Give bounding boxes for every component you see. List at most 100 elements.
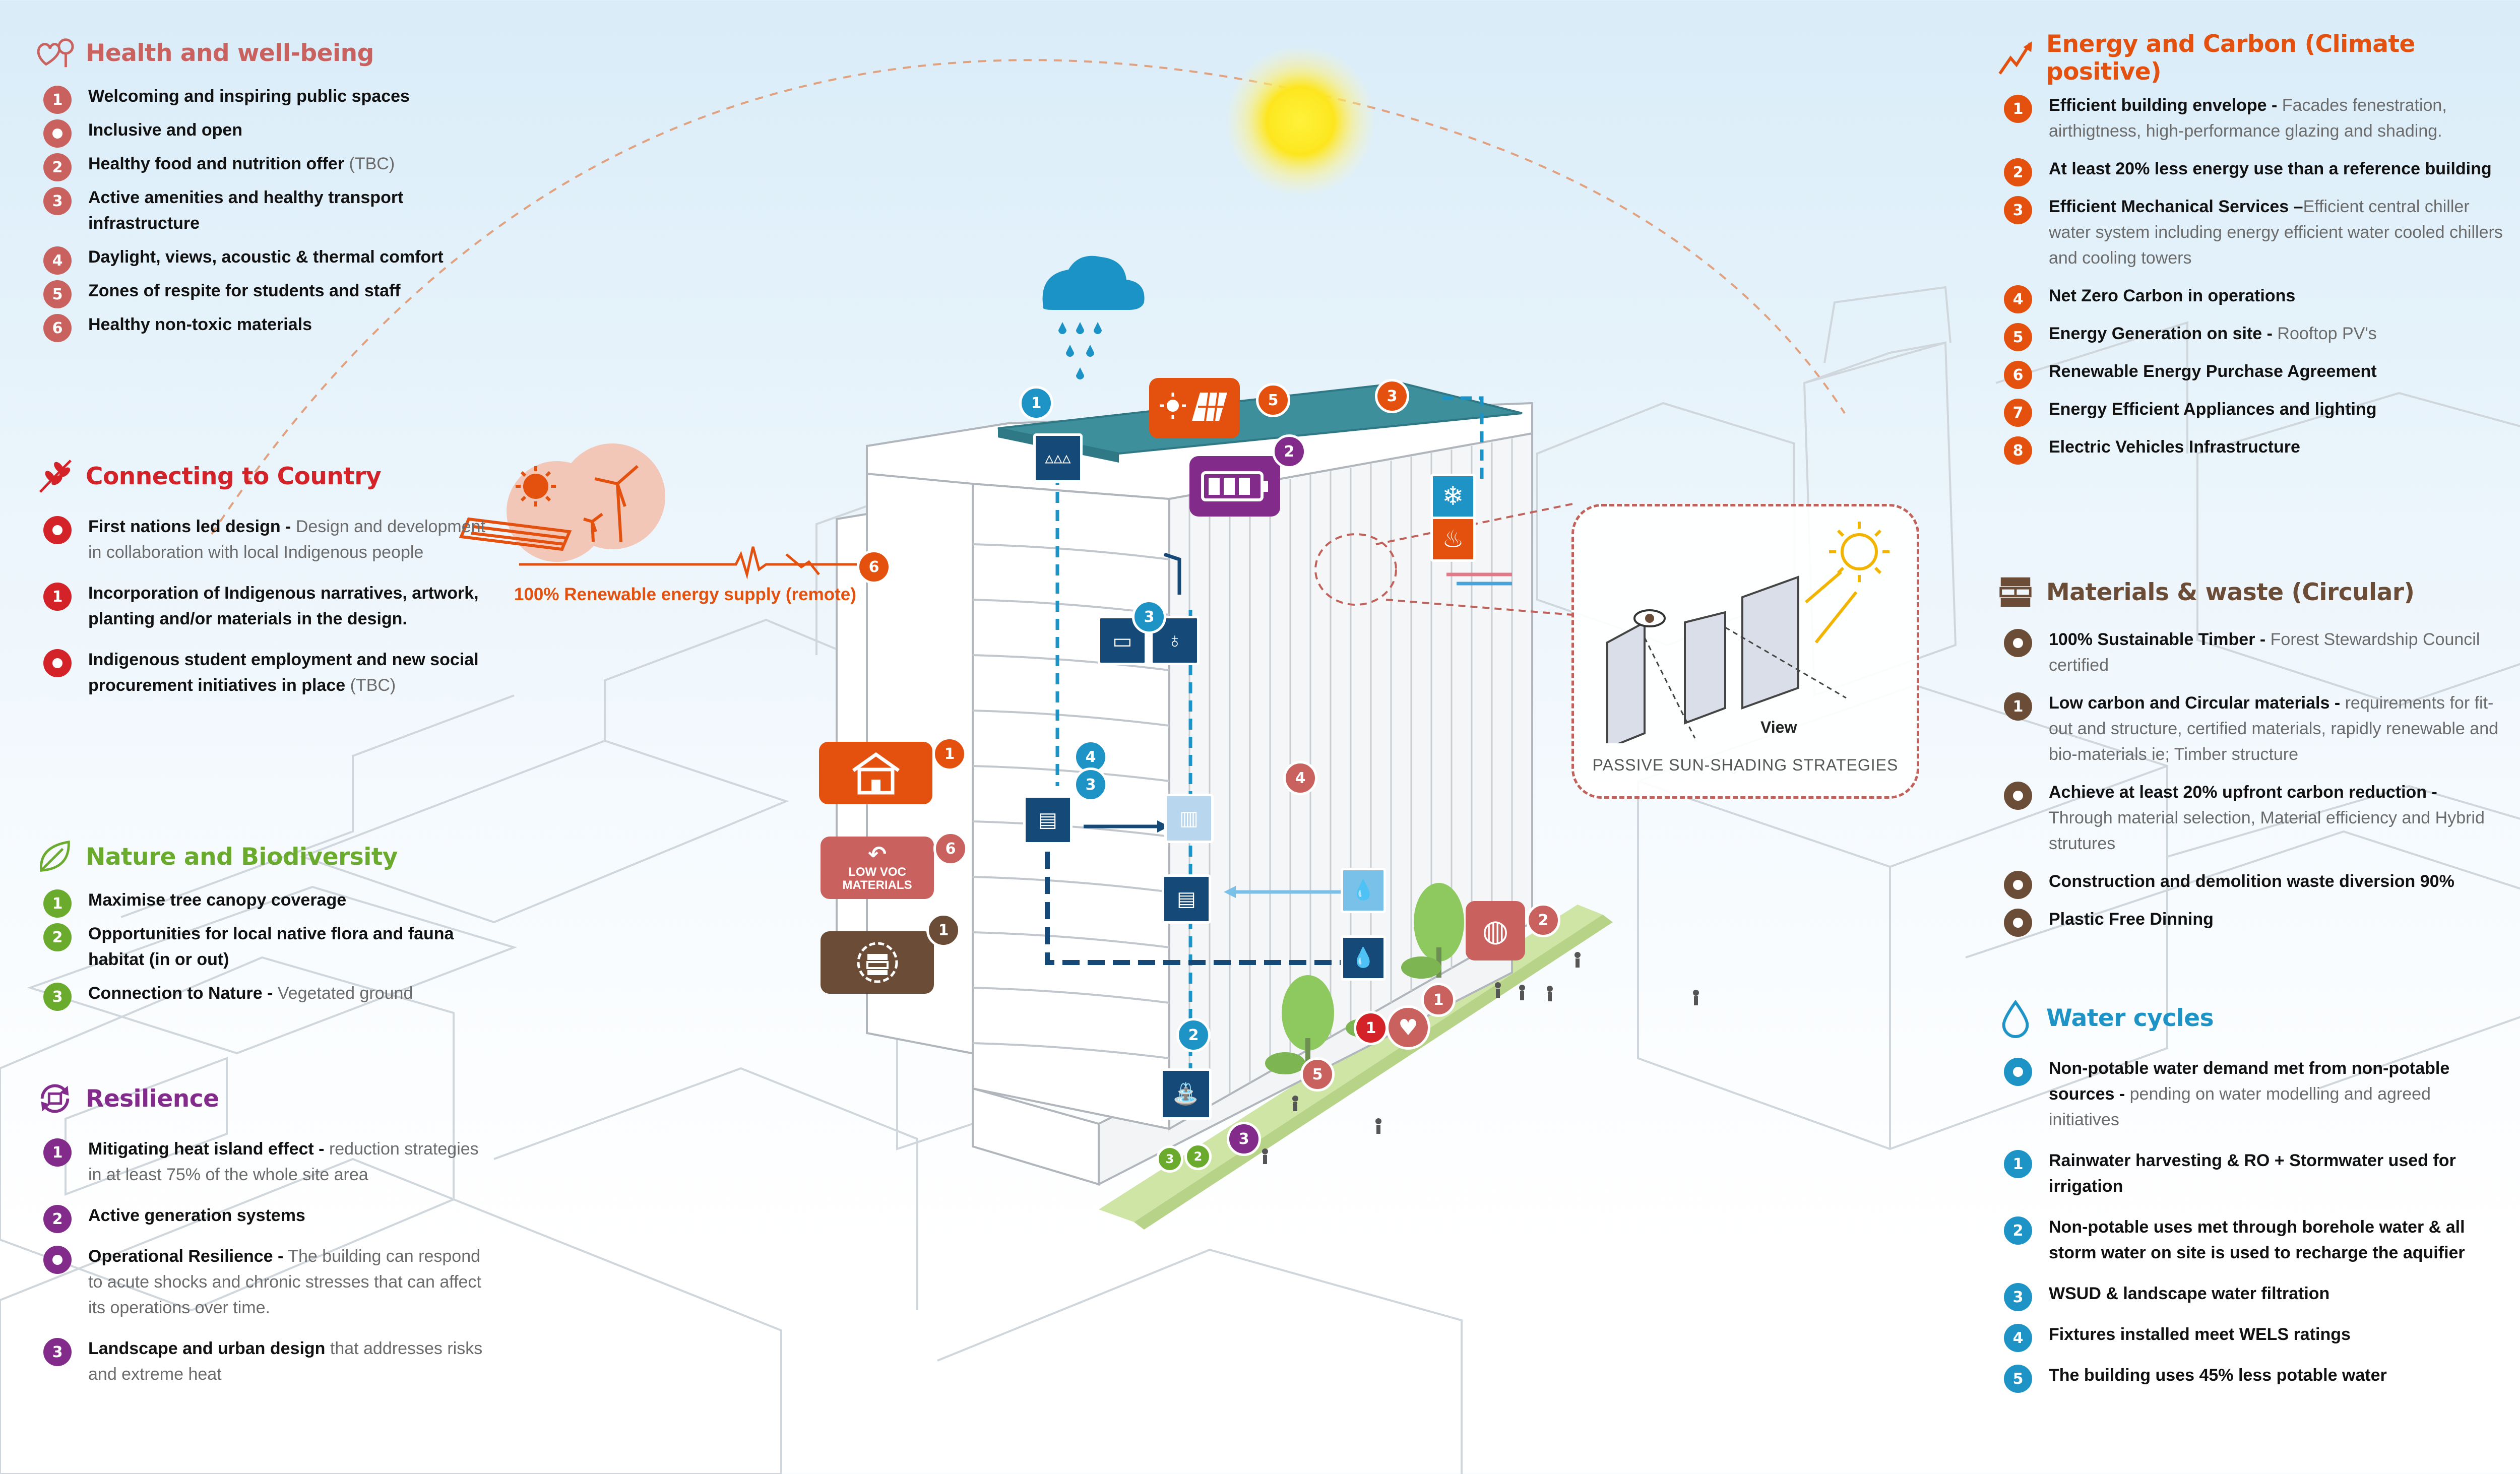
section-energy-title: Energy and Carbon (Climate positive)	[2046, 30, 2415, 86]
health-item-badge: 1	[43, 86, 72, 114]
materials-item-detail: requirements for fit-out and structure, …	[2049, 693, 2499, 764]
badge-energy-6: 6	[857, 550, 891, 584]
country-item-detail: (TBC)	[345, 676, 396, 695]
badge-health-1: 1	[1421, 983, 1456, 1017]
water-item-badge	[2004, 1058, 2032, 1086]
resilience-item: Operational Resilience - The building ca…	[35, 1244, 489, 1321]
building	[836, 381, 1533, 1186]
solar-wind-icon	[459, 465, 639, 551]
lightning-icon	[1996, 38, 2035, 78]
badge-health-2: 2	[1526, 903, 1560, 937]
recycle-stack-icon	[857, 942, 898, 983]
energy-item-lead: Efficient Mechanical Services –	[2049, 197, 2303, 216]
energy-item-detail: Efficient central chiller water system i…	[2049, 197, 2503, 268]
materials-item-lead: Construction and demolition waste divers…	[2049, 872, 2454, 891]
view-label: View	[1760, 718, 1797, 736]
sun-shading-callout: View PASSIVE SUN-SHADING STRATEGIES	[1571, 504, 1919, 799]
country-item: Indigenous student employment and new so…	[35, 647, 489, 698]
heart-tree-icon	[35, 33, 75, 73]
water-item: 5 The building uses 45% less potable wate…	[1996, 1363, 2505, 1393]
floor-bands	[972, 543, 1170, 1059]
louvre-panels	[1606, 575, 1799, 743]
energy-item-badge: 3	[2004, 196, 2032, 224]
materials-item-badge	[2004, 629, 2032, 657]
materials-item-badge	[2004, 909, 2032, 937]
health-item-lead: Active amenities and healthy transport i…	[88, 188, 404, 233]
section-materials-header: Materials & waste (Circular)	[1996, 569, 2505, 615]
energy-item-lead: Renewable Energy Purchase Agreement	[2049, 362, 2377, 381]
sun-path-arc	[211, 59, 1846, 535]
water-drop-icon	[1996, 998, 2035, 1038]
tap-icon: ♁	[1150, 616, 1200, 665]
materials-item-badge: 1	[2004, 692, 2032, 721]
badge-country-1: 1	[932, 737, 967, 771]
water-item: 4 Fixtures installed meet WELS ratings	[1996, 1322, 2505, 1352]
materials-item: Plastic Free Dinning	[1996, 907, 2505, 937]
energy-use-tile	[1189, 456, 1280, 517]
section-country: Connecting to Country First nations led …	[35, 454, 489, 698]
rain-cloud-icon	[1042, 255, 1145, 379]
resilience-item-detail: that addresses risks and extreme heat	[88, 1339, 483, 1384]
stack-icon	[1996, 572, 2035, 612]
water-item-lead: Fixtures installed meet WELS ratings	[2049, 1325, 2351, 1344]
filter-icon: ▥	[1164, 794, 1214, 843]
water-item-badge: 2	[2004, 1216, 2032, 1245]
water-item-badge: 5	[2004, 1365, 2032, 1393]
resilience-item-badge: 1	[43, 1138, 72, 1167]
badge-materials-1: 1	[926, 913, 961, 947]
trees	[1265, 883, 1464, 1074]
section-water-header: Water cycles	[1996, 995, 2505, 1041]
eye-icon	[1633, 609, 1666, 627]
country-item-detail: Design and development in collaboration …	[88, 517, 485, 562]
energy-item-detail: Facades fenestration, airthigtness, high…	[2049, 96, 2447, 141]
water-item-lead: Rainwater harvesting & RO + Stormwater u…	[2049, 1151, 2456, 1196]
heart-icon: ♥	[1386, 1005, 1430, 1050]
renewable-energy-label: 100% Renewable energy supply (remote)	[514, 585, 856, 604]
flow-arrows	[1084, 552, 1512, 898]
health-item-badge: 5	[43, 280, 72, 308]
health-item-detail: (TBC)	[344, 154, 395, 173]
low-voc-line2: MATERIALS	[842, 878, 912, 892]
energy-item-badge: 7	[2004, 399, 2032, 427]
energy-item-lead: Electric Vehicles Infrastructure	[2049, 437, 2300, 457]
resilience-item-badge: 3	[43, 1338, 72, 1366]
water-item-badge: 4	[2004, 1324, 2032, 1352]
country-item-lead: Indigenous student employment and new so…	[88, 650, 479, 695]
section-energy-header: Energy and Carbon (Climate positive)	[1996, 30, 2505, 86]
nature-item-lead: Maximise tree canopy coverage	[88, 890, 347, 910]
energy-item-badge: 8	[2004, 436, 2032, 465]
low-voc-arrow-icon: ↶	[868, 842, 887, 867]
badge-water-3: 3	[1074, 767, 1108, 802]
country-item-badge: 1	[43, 583, 72, 611]
materials-item-lead: 100% Sustainable Timber -	[2049, 630, 2266, 649]
badge-health-4: 4	[1283, 761, 1317, 795]
materials-item: 100% Sustainable Timber - Forest Steward…	[1996, 627, 2505, 678]
sun-shading-caption: PASSIVE SUN-SHADING STRATEGIES	[1592, 756, 1899, 774]
section-nature-title: Nature and Biodiversity	[86, 843, 398, 871]
treatment-tank-icon: ▤	[1162, 874, 1211, 924]
resilience-item-lead: Landscape and urban design	[88, 1339, 326, 1358]
water-item-lead: The building uses 45% less potable water	[2049, 1366, 2387, 1385]
badge-health-6: 6	[933, 831, 968, 866]
energy-item-detail: Rooftop PV's	[2272, 324, 2377, 343]
sun-shading-diagram	[1606, 522, 1889, 743]
materials-item-badge	[2004, 782, 2032, 810]
